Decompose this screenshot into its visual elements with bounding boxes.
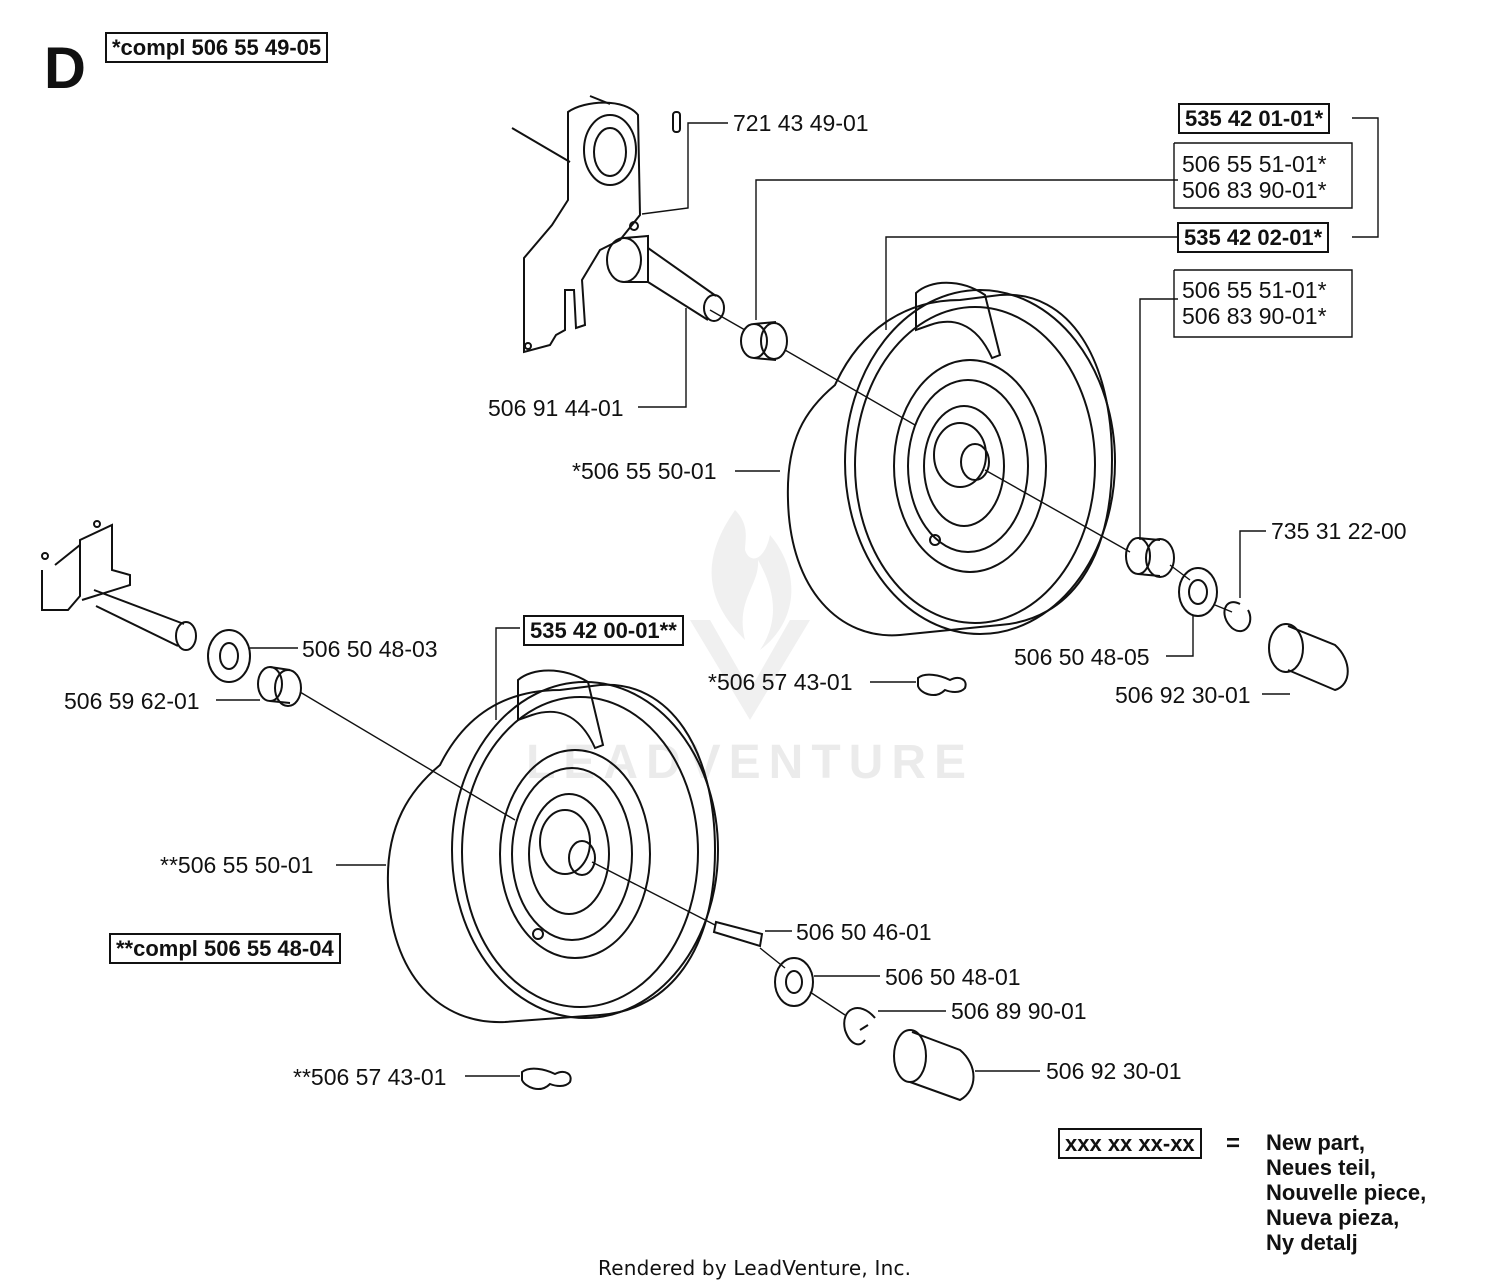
washer-upper bbox=[1178, 567, 1218, 617]
section-letter: D bbox=[44, 36, 86, 101]
kit-upper-box: *compl 506 55 49-05 bbox=[105, 32, 329, 64]
tire-upper bbox=[786, 281, 1116, 637]
label-asm-1: 535 42 01-01* bbox=[1178, 103, 1331, 135]
bushing-upper-right bbox=[1125, 537, 1175, 578]
valve-upper bbox=[917, 673, 967, 696]
cap-upper bbox=[1268, 623, 1349, 692]
legend-line-3: Nouvelle piece, bbox=[1266, 1180, 1427, 1205]
bushing-upper-left bbox=[740, 321, 788, 361]
legend-line-4: Nueva pieza, bbox=[1266, 1205, 1400, 1230]
label-bush-b1: 506 55 51-01* bbox=[1182, 277, 1327, 303]
axle-upper bbox=[606, 221, 725, 322]
label-bush-a2: 506 83 90-01* bbox=[1182, 177, 1327, 203]
leader-lines bbox=[216, 117, 1379, 1077]
legend-line-5: Ny detalj bbox=[1266, 1230, 1358, 1255]
label-washer-lower-2: 506 50 48-01 bbox=[885, 964, 1021, 990]
label-bush-b2: 506 83 90-01* bbox=[1182, 303, 1327, 329]
clip-lower bbox=[843, 1007, 876, 1046]
watermark-text: LEADVENTURE bbox=[526, 736, 974, 789]
label-bush-a1: 506 55 51-01* bbox=[1182, 151, 1327, 177]
legend-symbol: xxx xx xx-xx bbox=[1058, 1128, 1202, 1160]
washer-lower-left bbox=[207, 629, 251, 683]
label-tire-upper: *506 55 50-01 bbox=[572, 458, 717, 484]
valve-lower bbox=[521, 1067, 572, 1090]
legend-line-1: New part, bbox=[1266, 1130, 1366, 1155]
footer-credit: Rendered by LeadVenture, Inc. bbox=[598, 1256, 912, 1280]
label-cap-upper: 506 92 30-01 bbox=[1115, 682, 1251, 708]
label-valve-lower: **506 57 43-01 bbox=[293, 1064, 447, 1090]
tire-lower bbox=[386, 669, 719, 1024]
label-clip-lower: 506 89 90-01 bbox=[951, 998, 1087, 1024]
label-axle-upper: 506 91 44-01 bbox=[488, 395, 624, 421]
pin-top bbox=[672, 111, 681, 133]
kit-lower-box: **compl 506 55 48-04 bbox=[109, 933, 341, 965]
label-clip-upper: 735 31 22-00 bbox=[1271, 518, 1407, 544]
label-key-lower: 506 50 46-01 bbox=[796, 919, 932, 945]
label-pin-top: 721 43 49-01 bbox=[733, 110, 869, 136]
legend-equals: = bbox=[1226, 1130, 1241, 1157]
label-washer-lower-1: 506 50 48-03 bbox=[302, 636, 438, 662]
bracket-arm bbox=[511, 95, 642, 354]
label-asm-2: 535 42 02-01* bbox=[1177, 222, 1330, 254]
clip-upper bbox=[1223, 601, 1252, 633]
label-asm-lower: 535 42 00-01** bbox=[523, 615, 684, 647]
key-lower bbox=[712, 920, 764, 948]
label-cap-lower: 506 92 30-01 bbox=[1046, 1058, 1182, 1084]
label-tire-lower: **506 55 50-01 bbox=[160, 852, 314, 878]
label-washer-upper: 506 50 48-05 bbox=[1014, 644, 1150, 670]
axle-bracket-lower bbox=[41, 520, 197, 651]
cap-lower bbox=[893, 1029, 975, 1102]
bushing-lower-left bbox=[257, 666, 302, 707]
label-bush-lower: 506 59 62-01 bbox=[64, 688, 200, 714]
washer-lower-right bbox=[774, 957, 814, 1007]
label-valve-upper: *506 57 43-01 bbox=[708, 669, 853, 695]
watermark-logo bbox=[690, 510, 810, 720]
legend-line-2: Neues teil, bbox=[1266, 1155, 1377, 1180]
